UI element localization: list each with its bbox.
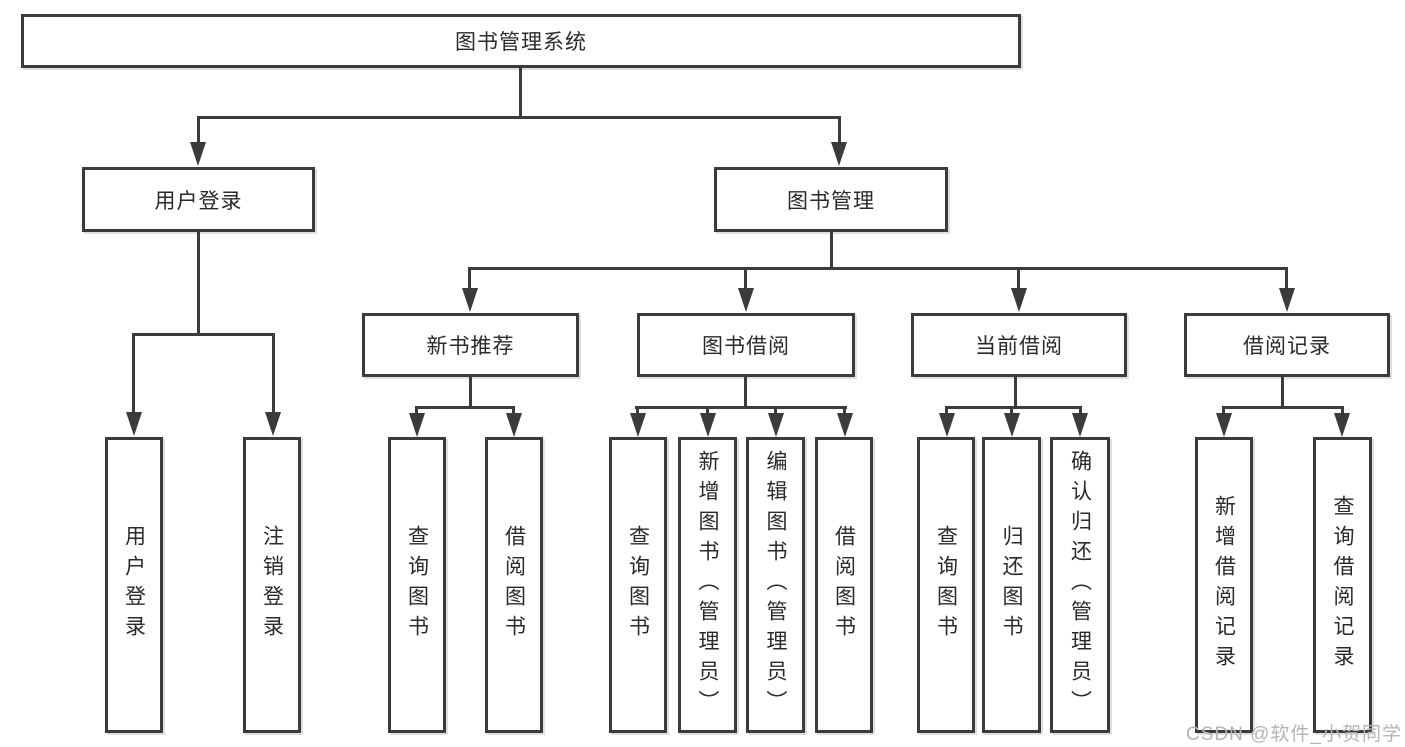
arrow-down-icon bbox=[831, 142, 847, 166]
arrow-down-icon bbox=[506, 413, 522, 437]
arrow-down-icon bbox=[126, 412, 142, 436]
connector-line bbox=[636, 406, 639, 416]
arrow-down-icon bbox=[409, 413, 425, 437]
leaf-return-books: 归还图书 bbox=[982, 437, 1041, 733]
connector-line bbox=[197, 116, 200, 146]
node-label: 图书管理系统 bbox=[455, 31, 587, 54]
leaf-add-borrow-record: 新增借阅记录 bbox=[1195, 437, 1253, 733]
node-new-book-recommendation: 新书推荐 bbox=[362, 313, 579, 377]
connector-line bbox=[512, 406, 515, 416]
arrow-down-icon bbox=[738, 288, 754, 312]
leaf-borrow-books: 借阅图书 bbox=[815, 437, 873, 733]
leaf-label: 新增借阅记录 bbox=[1212, 495, 1236, 675]
node-book-management: 图书管理 bbox=[714, 167, 948, 232]
connector-line bbox=[945, 406, 948, 416]
leaf-confirm-return-admin: 确认归还（管理员） bbox=[1050, 437, 1110, 733]
leaf-label: 注销登录 bbox=[260, 525, 284, 645]
node-label: 当前借阅 bbox=[975, 335, 1063, 358]
connector-line bbox=[468, 267, 1288, 270]
connector-line bbox=[1010, 406, 1013, 416]
arrow-down-icon bbox=[1334, 413, 1350, 437]
connector-line bbox=[132, 333, 135, 415]
connector-line bbox=[197, 232, 200, 336]
arrow-down-icon bbox=[1004, 413, 1020, 437]
leaf-label: 查询图书 bbox=[405, 525, 429, 645]
connector-line bbox=[519, 66, 522, 118]
csdn-watermark: CSDN @软件_小贺同学 bbox=[1186, 724, 1402, 745]
connector-line bbox=[1281, 377, 1284, 409]
leaf-label: 借阅图书 bbox=[832, 525, 856, 645]
arrow-down-icon bbox=[1011, 288, 1027, 312]
arrow-down-icon bbox=[462, 288, 478, 312]
arrow-down-icon bbox=[768, 413, 784, 437]
arrow-down-icon bbox=[190, 142, 206, 166]
connector-line bbox=[415, 406, 515, 409]
leaf-label: 归还图书 bbox=[1000, 525, 1023, 645]
connector-line bbox=[197, 116, 841, 119]
connector-line bbox=[1079, 406, 1082, 416]
leaf-query-books-borrowing: 查询图书 bbox=[609, 437, 667, 733]
connector-line bbox=[838, 116, 841, 146]
leaf-label: 编辑图书（管理员） bbox=[764, 450, 787, 720]
node-library-management-system: 图书管理系统 bbox=[21, 14, 1021, 68]
connector-line bbox=[744, 377, 747, 409]
arrow-down-icon bbox=[265, 412, 281, 436]
node-label: 图书管理 bbox=[787, 189, 875, 213]
connector-line bbox=[843, 406, 846, 416]
connector-line bbox=[132, 333, 275, 336]
arrow-down-icon bbox=[1216, 413, 1232, 437]
leaf-add-books-admin: 新增图书（管理员） bbox=[678, 437, 737, 733]
leaf-label: 新增图书（管理员） bbox=[696, 450, 719, 720]
connector-line bbox=[1014, 377, 1017, 409]
leaf-user-login: 用户登录 bbox=[105, 437, 163, 733]
node-label: 新书推荐 bbox=[426, 335, 515, 358]
connector-line bbox=[1285, 267, 1288, 291]
connector-line bbox=[1341, 406, 1344, 416]
arrow-down-icon bbox=[837, 413, 853, 437]
connector-line bbox=[1222, 406, 1225, 416]
leaf-edit-books-admin: 编辑图书（管理员） bbox=[746, 437, 805, 733]
connector-line bbox=[468, 267, 471, 291]
leaf-label: 用户登录 bbox=[122, 525, 146, 645]
leaf-label: 查询图书 bbox=[626, 525, 650, 645]
node-current-borrowing: 当前借阅 bbox=[911, 313, 1127, 377]
leaf-label: 确认归还（管理员） bbox=[1068, 450, 1092, 720]
connector-line bbox=[945, 406, 1082, 409]
node-label: 用户登录 bbox=[154, 189, 243, 213]
node-label: 图书借阅 bbox=[702, 335, 790, 358]
leaf-label: 借阅图书 bbox=[502, 525, 526, 645]
leaf-query-borrow-record: 查询借阅记录 bbox=[1313, 437, 1372, 733]
connector-line bbox=[1222, 406, 1344, 409]
node-book-borrowing: 图书借阅 bbox=[637, 313, 855, 377]
leaf-query-books-recommend: 查询图书 bbox=[388, 437, 446, 733]
arrow-down-icon bbox=[939, 413, 955, 437]
connector-line bbox=[830, 232, 833, 270]
leaf-logout: 注销登录 bbox=[243, 437, 301, 733]
connector-line bbox=[706, 406, 709, 416]
node-borrowing-records: 借阅记录 bbox=[1184, 313, 1390, 377]
node-user-login: 用户登录 bbox=[82, 167, 315, 232]
node-label: 借阅记录 bbox=[1243, 335, 1331, 358]
connector-line bbox=[774, 406, 777, 416]
connector-line bbox=[415, 406, 418, 416]
connector-line bbox=[744, 267, 747, 291]
leaf-label: 查询图书 bbox=[934, 525, 958, 645]
connector-line bbox=[469, 377, 472, 409]
arrow-down-icon bbox=[1072, 413, 1088, 437]
connector-line bbox=[272, 333, 275, 415]
arrow-down-icon bbox=[700, 413, 716, 437]
leaf-query-books-current: 查询图书 bbox=[917, 437, 975, 733]
arrow-down-icon bbox=[630, 413, 646, 437]
leaf-borrow-books-recommend: 借阅图书 bbox=[485, 437, 543, 733]
leaf-label: 查询借阅记录 bbox=[1331, 495, 1354, 675]
connector-line bbox=[635, 406, 847, 409]
connector-line bbox=[1017, 267, 1020, 291]
arrow-down-icon bbox=[1279, 288, 1295, 312]
